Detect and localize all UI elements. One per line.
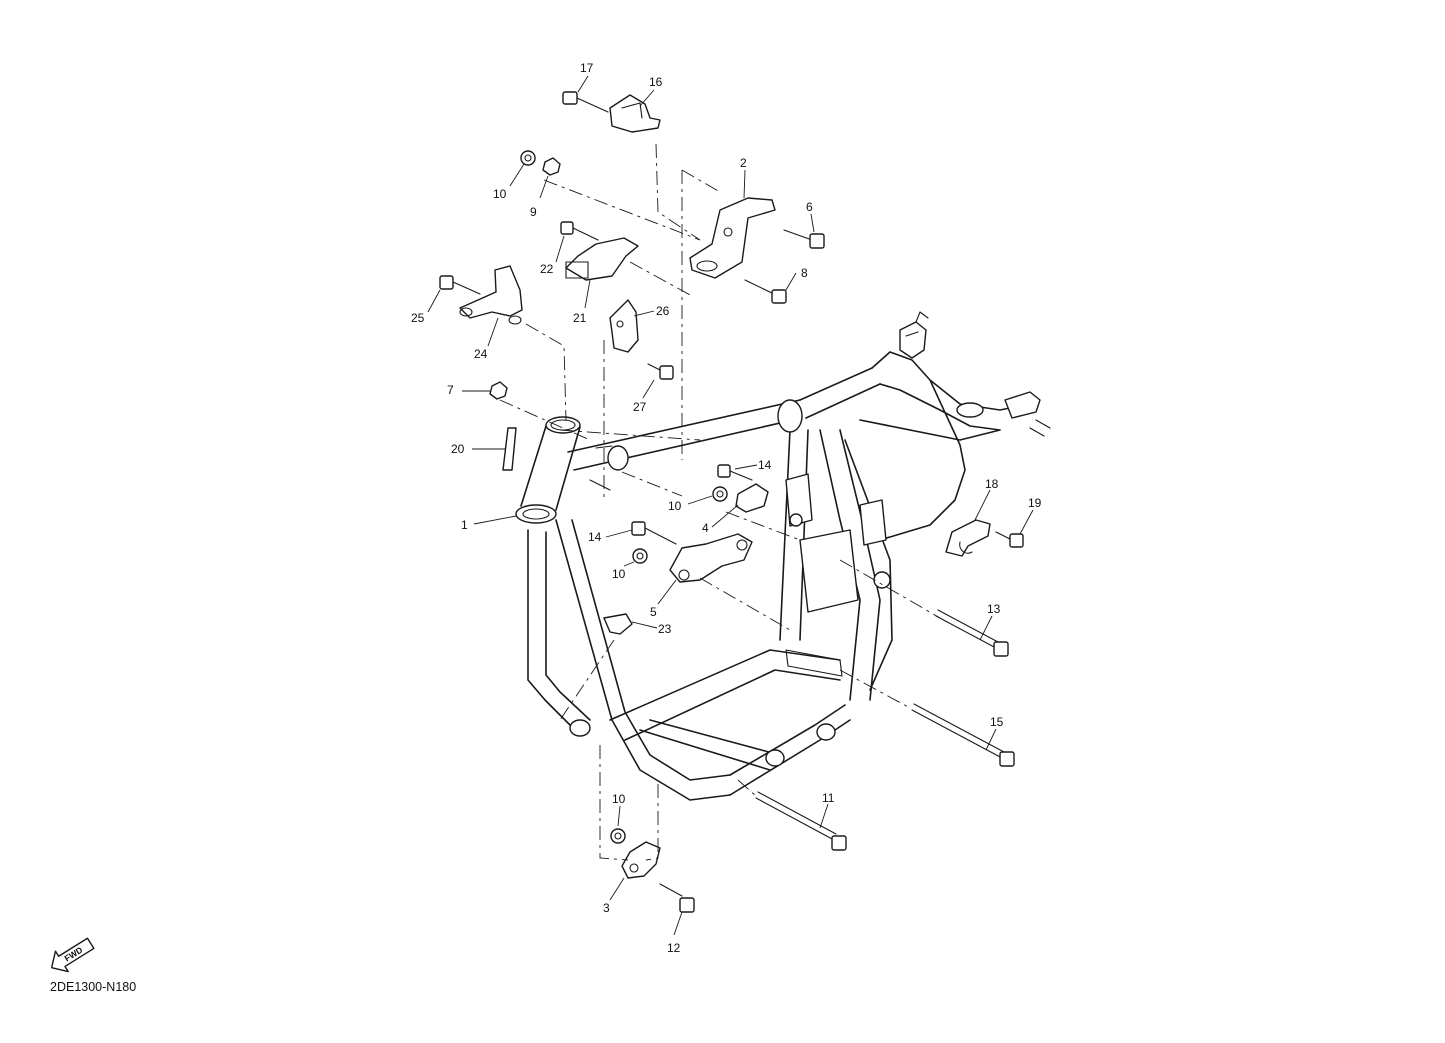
lower-cradle (609, 649, 851, 796)
part-10-washer-mid (712, 486, 728, 502)
part-3-plate (621, 841, 661, 879)
part-12-bolt (659, 883, 695, 913)
part-14-bolt-lower (631, 521, 677, 545)
part-11-bolt (755, 791, 847, 851)
callout-13: 13 (987, 602, 1001, 616)
callout-3: 3 (603, 901, 610, 915)
fwd-arrow-icon: FWD (50, 937, 95, 973)
callout-17: 17 (580, 61, 594, 75)
callout-27: 27 (633, 400, 647, 414)
part-16-bracket (609, 94, 661, 133)
part-25-bolt (439, 275, 481, 295)
part-4-plate (735, 483, 769, 513)
callouts: 17 16 2 10 9 6 8 22 21 25 24 26 27 7 20 … (411, 61, 1042, 955)
part-6-bolt (783, 229, 825, 249)
callout-9: 9 (530, 205, 537, 219)
part-17-bolt (562, 91, 609, 113)
part-20-pin (502, 427, 517, 471)
callout-20: 20 (451, 442, 465, 456)
part-13-bolt (935, 609, 1009, 657)
callout-11: 11 (822, 791, 835, 805)
cradle-cross-member (639, 719, 781, 771)
callout-10-top: 10 (493, 187, 507, 201)
part-22-bolt (560, 221, 599, 241)
callout-24: 24 (474, 347, 488, 361)
assembly-lines (499, 143, 941, 861)
rear-top-bracket (899, 311, 1051, 437)
callout-26: 26 (656, 304, 670, 318)
pivot-plates (785, 473, 891, 677)
callout-22: 22 (540, 262, 554, 276)
callout-25: 25 (411, 311, 425, 325)
part-15-bolt (911, 703, 1015, 767)
callout-18: 18 (985, 477, 999, 491)
part-27-bolt (647, 363, 674, 380)
part-23-clip (603, 613, 633, 635)
leader-lines (427, 75, 1034, 936)
callout-14-lower: 14 (588, 530, 602, 544)
callout-7: 7 (447, 383, 454, 397)
callout-8: 8 (801, 266, 808, 280)
part-9-nut (542, 157, 561, 176)
callout-6: 6 (806, 200, 813, 214)
callout-10-lower: 10 (612, 567, 626, 581)
callout-16: 16 (649, 75, 663, 89)
callout-10-mid: 10 (668, 499, 682, 513)
part-5-bracket (669, 533, 753, 583)
callout-5: 5 (650, 605, 657, 619)
part-18-bracket (945, 519, 991, 557)
part-10-washer-lower (632, 548, 648, 564)
part-7-nut (489, 381, 508, 400)
part-10-washer-top (520, 150, 536, 166)
callout-21: 21 (573, 311, 587, 325)
drawing-code: 2DE1300-N180 (50, 980, 136, 994)
cradle-boss-mid (816, 723, 836, 741)
down-tube-right (555, 519, 731, 801)
main-frame (515, 311, 1051, 801)
callout-14-upper: 14 (758, 458, 772, 472)
part-24-bracket (459, 265, 523, 325)
callout-4: 4 (702, 521, 709, 535)
callout-19: 19 (1028, 496, 1042, 510)
part-10-washer-bottom (610, 828, 626, 844)
cradle-boss-front (569, 719, 591, 737)
down-tube-left (527, 529, 591, 736)
part-2-bracket (689, 197, 776, 279)
front-mount-boss (589, 445, 629, 491)
callout-15: 15 (990, 715, 1004, 729)
seat-rail-boss (777, 399, 803, 433)
callout-2: 2 (740, 156, 747, 170)
callout-12: 12 (667, 941, 681, 955)
part-14-bolt-upper (717, 464, 753, 481)
rear-upper-frame (859, 351, 1031, 541)
callout-1: 1 (461, 518, 468, 532)
callout-23: 23 (658, 622, 672, 636)
part-8-bolt (744, 279, 787, 304)
backbone-rear (799, 367, 881, 419)
cradle-boss-rear (765, 749, 785, 767)
callout-10-bottom: 10 (612, 792, 626, 806)
part-21-clamp (565, 237, 639, 281)
part-19-bolt (995, 531, 1024, 548)
steering-head (515, 416, 581, 524)
part-26-bracket (609, 299, 639, 353)
